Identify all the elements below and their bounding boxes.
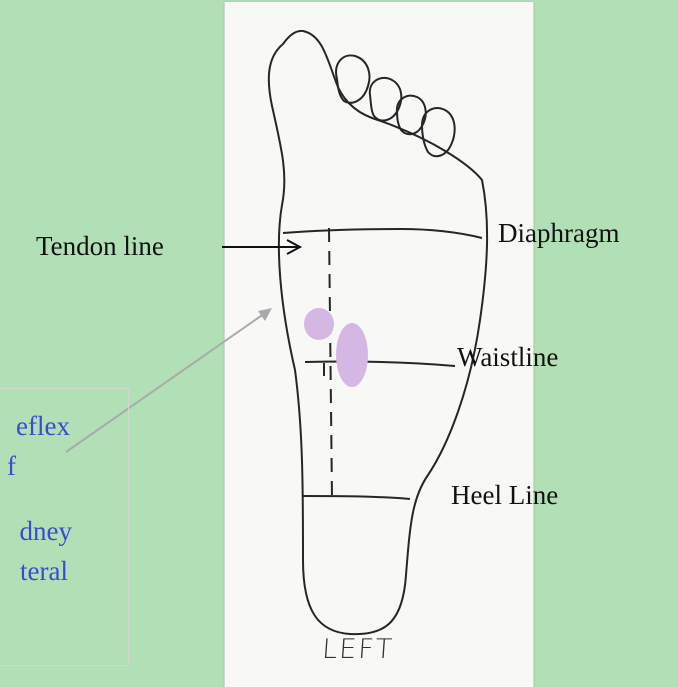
diaphragm-line <box>283 229 482 238</box>
waistline-line <box>305 361 455 366</box>
kidney-reflex-spot <box>336 323 368 387</box>
toe-5 <box>422 108 455 156</box>
tendon-dashed-line <box>329 228 332 498</box>
reflex-pointer-head <box>258 308 272 321</box>
reflex-note-line-4: teral <box>20 558 68 585</box>
heel-line-label: Heel Line <box>451 482 558 509</box>
reflex-note-box: eflex f dney teral <box>0 388 129 666</box>
tendon-line-label: Tendon line <box>36 233 164 260</box>
reflex-note-line-3: dney <box>20 518 72 545</box>
heel-line <box>302 496 410 499</box>
reflex-note-line-1: eflex <box>16 413 70 440</box>
diaphragm-label: Diaphragm <box>498 220 619 247</box>
reflex-note-line-2: f <box>7 453 16 480</box>
foot-side-label: LEFT <box>321 634 395 665</box>
waistline-label: Waistline <box>457 344 558 371</box>
bladder-reflex-spot <box>304 308 334 340</box>
toe-2 <box>336 55 369 102</box>
